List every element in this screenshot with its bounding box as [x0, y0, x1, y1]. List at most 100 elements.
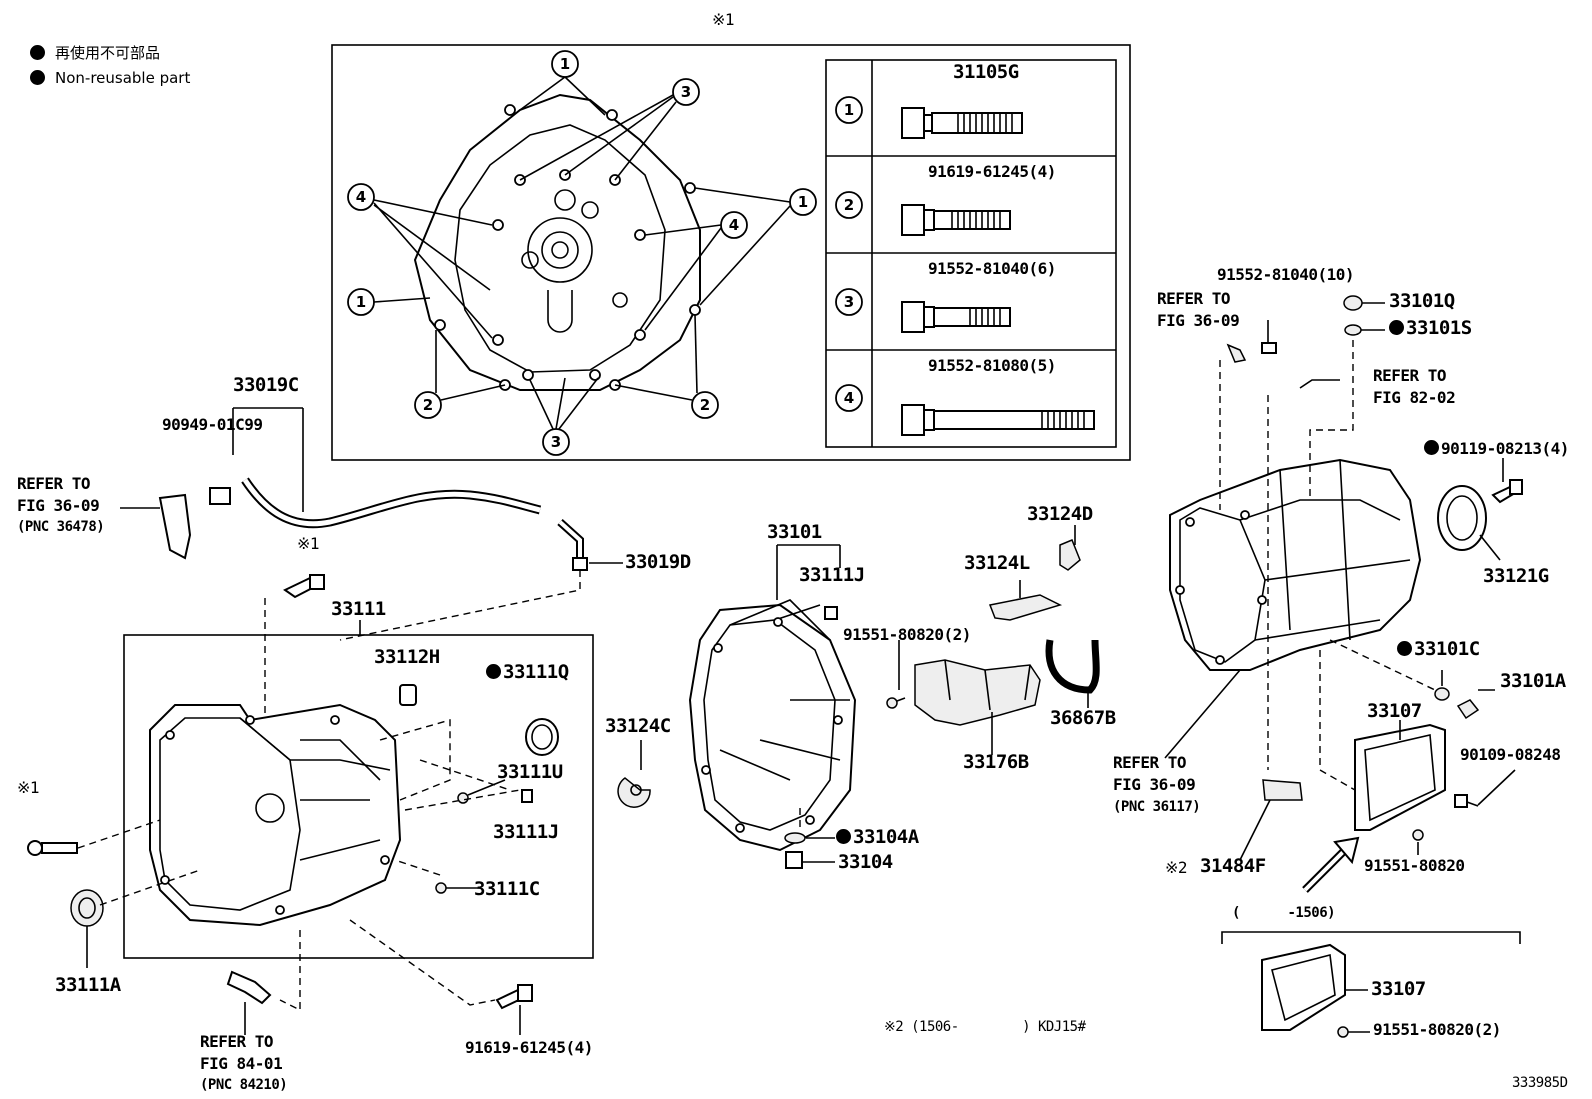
table-part-3: 91552-81040(6) — [928, 259, 1056, 278]
label-33111A: 33111A — [55, 974, 121, 996]
label-33101C-text: 33101C — [1414, 638, 1480, 660]
non-reusable-icon — [836, 829, 851, 844]
part-33101C — [1434, 687, 1450, 701]
label-36867B: 36867B — [1050, 707, 1116, 729]
bolt-91619 — [495, 984, 533, 1010]
label-33111: 33111 — [331, 598, 386, 620]
label-33101: 33101 — [767, 521, 822, 543]
svg-text:2: 2 — [423, 396, 433, 414]
hose-clip — [209, 487, 231, 505]
label-91551-a: 91551-80820(2) — [843, 625, 971, 644]
bracket-36-09 — [1226, 343, 1247, 363]
arrow-icon — [1302, 836, 1360, 893]
non-reusable-icon — [1397, 641, 1412, 656]
part-33111Q — [525, 718, 559, 756]
refer2-line1: REFER TO — [200, 1032, 274, 1051]
refer4-line1: REFER TO — [1373, 366, 1447, 385]
bolt-2-icon — [901, 204, 1011, 236]
label-91552-10: 91552-81040(10) — [1217, 265, 1355, 284]
svg-text:2: 2 — [844, 196, 854, 214]
label-33111J-b: 33111J — [799, 564, 865, 586]
table-part-2: 91619-61245(4) — [928, 162, 1056, 181]
refer1-line2: FIG 36-09 — [17, 496, 100, 515]
svg-text:3: 3 — [681, 83, 691, 101]
table-callout-3: 3 — [835, 288, 863, 316]
bolt-90119 — [1491, 479, 1523, 504]
refer5-line2: FIG 36-09 — [1113, 775, 1196, 794]
svg-text:2: 2 — [700, 396, 710, 414]
mark-1a: ※1 — [297, 534, 320, 553]
refer5-line1: REFER TO — [1113, 753, 1187, 772]
inset-callout-3-top: 3 — [672, 78, 700, 106]
part-33107-b — [1261, 943, 1346, 1031]
refer1-line3: (PNC 36478) — [17, 519, 105, 535]
label-33101S-text: 33101S — [1406, 317, 1472, 339]
vent-hose — [241, 477, 588, 571]
label-90119-text: 90119-08213(4) — [1441, 439, 1569, 458]
svg-text:1: 1 — [356, 293, 366, 311]
part-33176B — [914, 659, 1041, 726]
label-31484F: 31484F — [1200, 855, 1266, 877]
bolt-91552-10 — [1261, 320, 1277, 354]
model-note: ※2 (1506- ) KDJ15# — [884, 1019, 1086, 1035]
part-33112H — [399, 684, 417, 706]
label-33107-b: 33107 — [1371, 978, 1426, 1000]
table-callout-2: 2 — [835, 191, 863, 219]
inset-callout-2-right: 2 — [691, 391, 719, 419]
non-reusable-icon — [1424, 440, 1439, 455]
mark-1b: ※1 — [17, 778, 40, 797]
sensor-84210 — [226, 970, 272, 1005]
refer5-line3: (PNC 36117) — [1113, 799, 1201, 815]
label-33107: 33107 — [1367, 700, 1422, 722]
label-33124D: 33124D — [1027, 503, 1093, 525]
part-33101S — [1344, 324, 1362, 336]
transmission-case-right — [1169, 458, 1422, 671]
label-33111J: 33111J — [493, 821, 559, 843]
refer2-line2: FIG 84-01 — [200, 1054, 283, 1073]
non-reusable-icon — [486, 664, 501, 679]
label-33176B: 33176B — [963, 751, 1029, 773]
svg-text:1: 1 — [560, 55, 570, 73]
label-33111U: 33111U — [497, 761, 563, 783]
range-note: ( -1506) — [1232, 905, 1336, 921]
part-33104A — [784, 832, 806, 844]
legend-jp: 再使用不可部品 — [30, 45, 160, 61]
inset-callout-1-left: 1 — [347, 288, 375, 316]
figure-code: 333985D — [1512, 1075, 1568, 1091]
label-91619: 91619-61245(4) — [465, 1038, 593, 1057]
label-33124L: 33124L — [964, 552, 1030, 574]
legend-text-jp: 再使用不可部品 — [55, 44, 161, 62]
label-33111Q-text: 33111Q — [503, 661, 569, 683]
bolt-4-icon — [901, 404, 1095, 436]
part-33111J — [521, 789, 533, 803]
svg-text:4: 4 — [356, 188, 366, 206]
label-33101A: 33101A — [1500, 670, 1566, 692]
label-33111Q: 33111Q — [486, 663, 569, 682]
label-90109: 90109-08248 — [1460, 745, 1561, 764]
label-91551-b: 91551-80820 — [1364, 856, 1465, 875]
label-90949: 90949-01C99 — [162, 415, 263, 434]
label-33019C: 33019C — [233, 374, 299, 396]
label-91551-c: 91551-80820(2) — [1373, 1020, 1501, 1039]
inset-callout-1-right: 1 — [789, 188, 817, 216]
bullet-icon — [30, 70, 45, 85]
inset-frame — [331, 44, 1131, 461]
bolt-91551-c — [1337, 1026, 1349, 1038]
bolt-90109 — [1454, 794, 1479, 808]
svg-text:3: 3 — [844, 293, 854, 311]
svg-text:4: 4 — [844, 389, 854, 407]
bracket-31484F — [1262, 779, 1303, 801]
label-33101C: 33101C — [1397, 640, 1480, 659]
bracket-82-02 — [1299, 379, 1340, 389]
housing-box — [123, 634, 594, 959]
bullet-icon — [30, 45, 45, 60]
label-33124C: 33124C — [605, 715, 671, 737]
table-part-4: 91552-81080(5) — [928, 356, 1056, 375]
table-callout-1: 1 — [835, 96, 863, 124]
inset-callout-4-left: 4 — [347, 183, 375, 211]
part-33101Q — [1343, 295, 1363, 311]
legend-text-en: Non-reusable part — [55, 69, 191, 87]
part-33111C — [435, 882, 447, 894]
label-33019D: 33019D — [625, 551, 691, 573]
